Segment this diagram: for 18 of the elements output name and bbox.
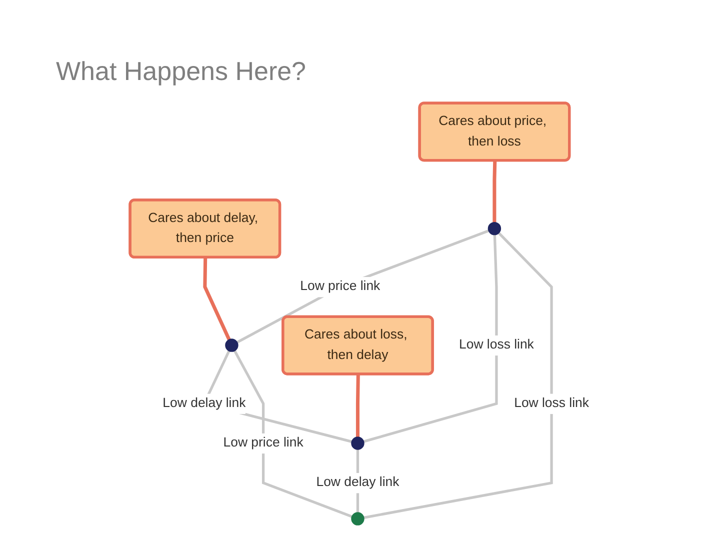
node-circle xyxy=(352,436,365,450)
connector xyxy=(493,160,498,222)
edge-label: Low price link xyxy=(300,278,381,294)
edge-label: Low loss link xyxy=(459,337,534,352)
edge-label: Low loss link xyxy=(514,395,590,410)
edge-label: Low delay link xyxy=(316,474,400,490)
connector xyxy=(364,232,554,519)
connector xyxy=(364,234,498,443)
edge-label: Low delay link xyxy=(163,395,246,410)
connector xyxy=(234,350,353,518)
node-circle xyxy=(488,222,502,236)
title: What Happens Here? xyxy=(56,56,306,87)
node-circle xyxy=(352,512,365,526)
connector xyxy=(204,258,232,340)
connector xyxy=(356,374,360,438)
connector xyxy=(236,230,490,344)
edge-label: Low price link xyxy=(224,435,304,450)
node-circle xyxy=(226,338,239,352)
